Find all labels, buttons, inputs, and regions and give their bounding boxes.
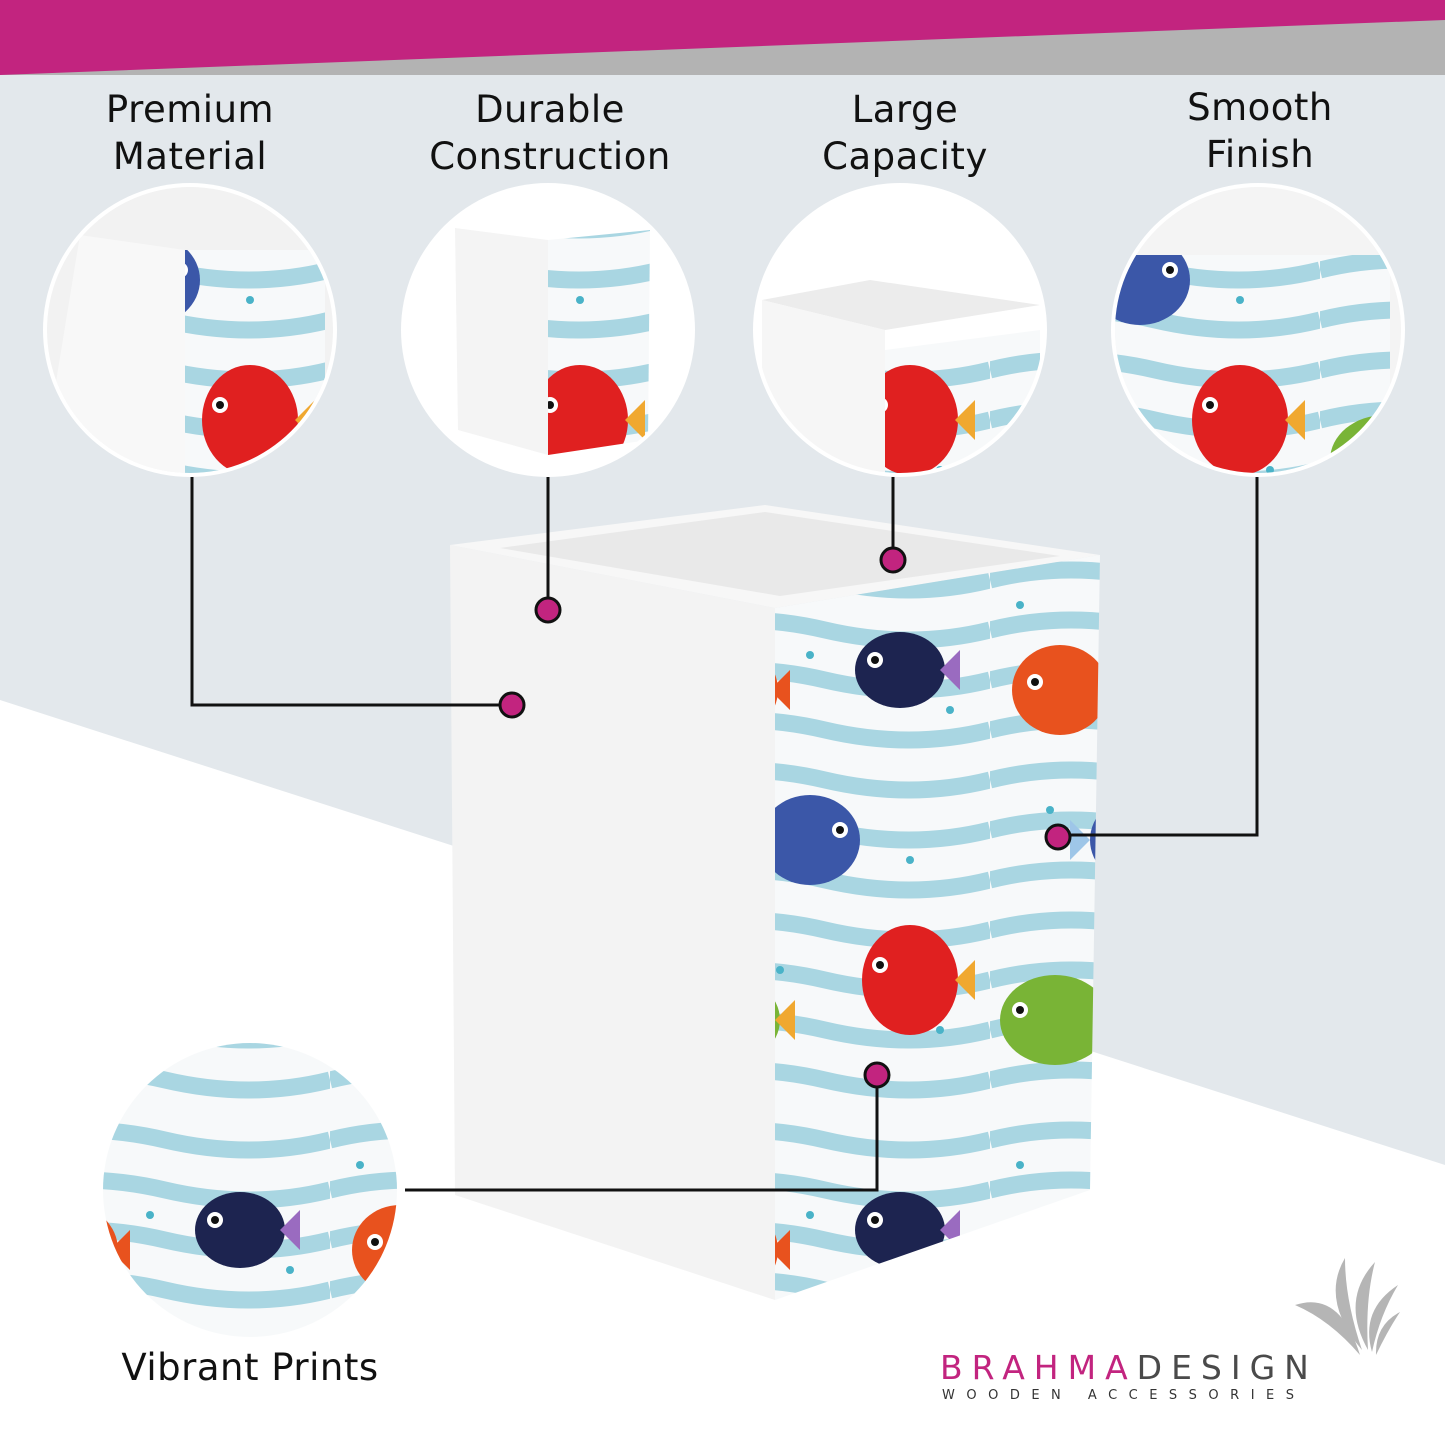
feature-label-smooth-finish: Smooth Finish [1160, 84, 1360, 178]
detail-circle-vibrant-prints [103, 1043, 397, 1337]
brand-name: BRAHMADESIGN [940, 1348, 1318, 1387]
feature-title-line1: Large [851, 88, 959, 131]
feature-label-vibrant-prints: Vibrant Prints [121, 1346, 379, 1389]
feature-title-line2: Capacity [822, 135, 988, 178]
feature-title-line2: Material [112, 135, 268, 178]
feature-title-line1: Premium [105, 88, 275, 131]
leader-lines [190, 477, 1259, 1192]
magenta-band [0, 0, 1445, 75]
feature-label-large-capacity: Large Capacity [800, 86, 1010, 180]
feature-title-line1: Durable [475, 88, 625, 131]
brand-name-part2: DESIGN [1136, 1348, 1318, 1387]
detail-circle-premium-material [43, 183, 337, 477]
feature-title-line2: Finish [1205, 133, 1315, 176]
brand-logo-icon [1295, 1258, 1400, 1355]
feature-title-line2: Construction [429, 135, 671, 178]
feature-title-line1: Smooth [1187, 86, 1333, 129]
detail-circle-large-capacity [753, 183, 1047, 477]
feature-label-durable-construction: Durable Construction [420, 86, 680, 180]
callout-dots [498, 546, 1072, 1089]
feature-label-premium-material: Premium Material [90, 86, 290, 180]
product-holder [450, 505, 1100, 1300]
brand-name-part1: BRAHMA [940, 1348, 1137, 1387]
detail-circle-smooth-finish [1111, 183, 1405, 477]
brand-tagline: WOODEN ACCESSORIES [942, 1388, 1306, 1403]
detail-circle-durable-construction [401, 183, 695, 477]
